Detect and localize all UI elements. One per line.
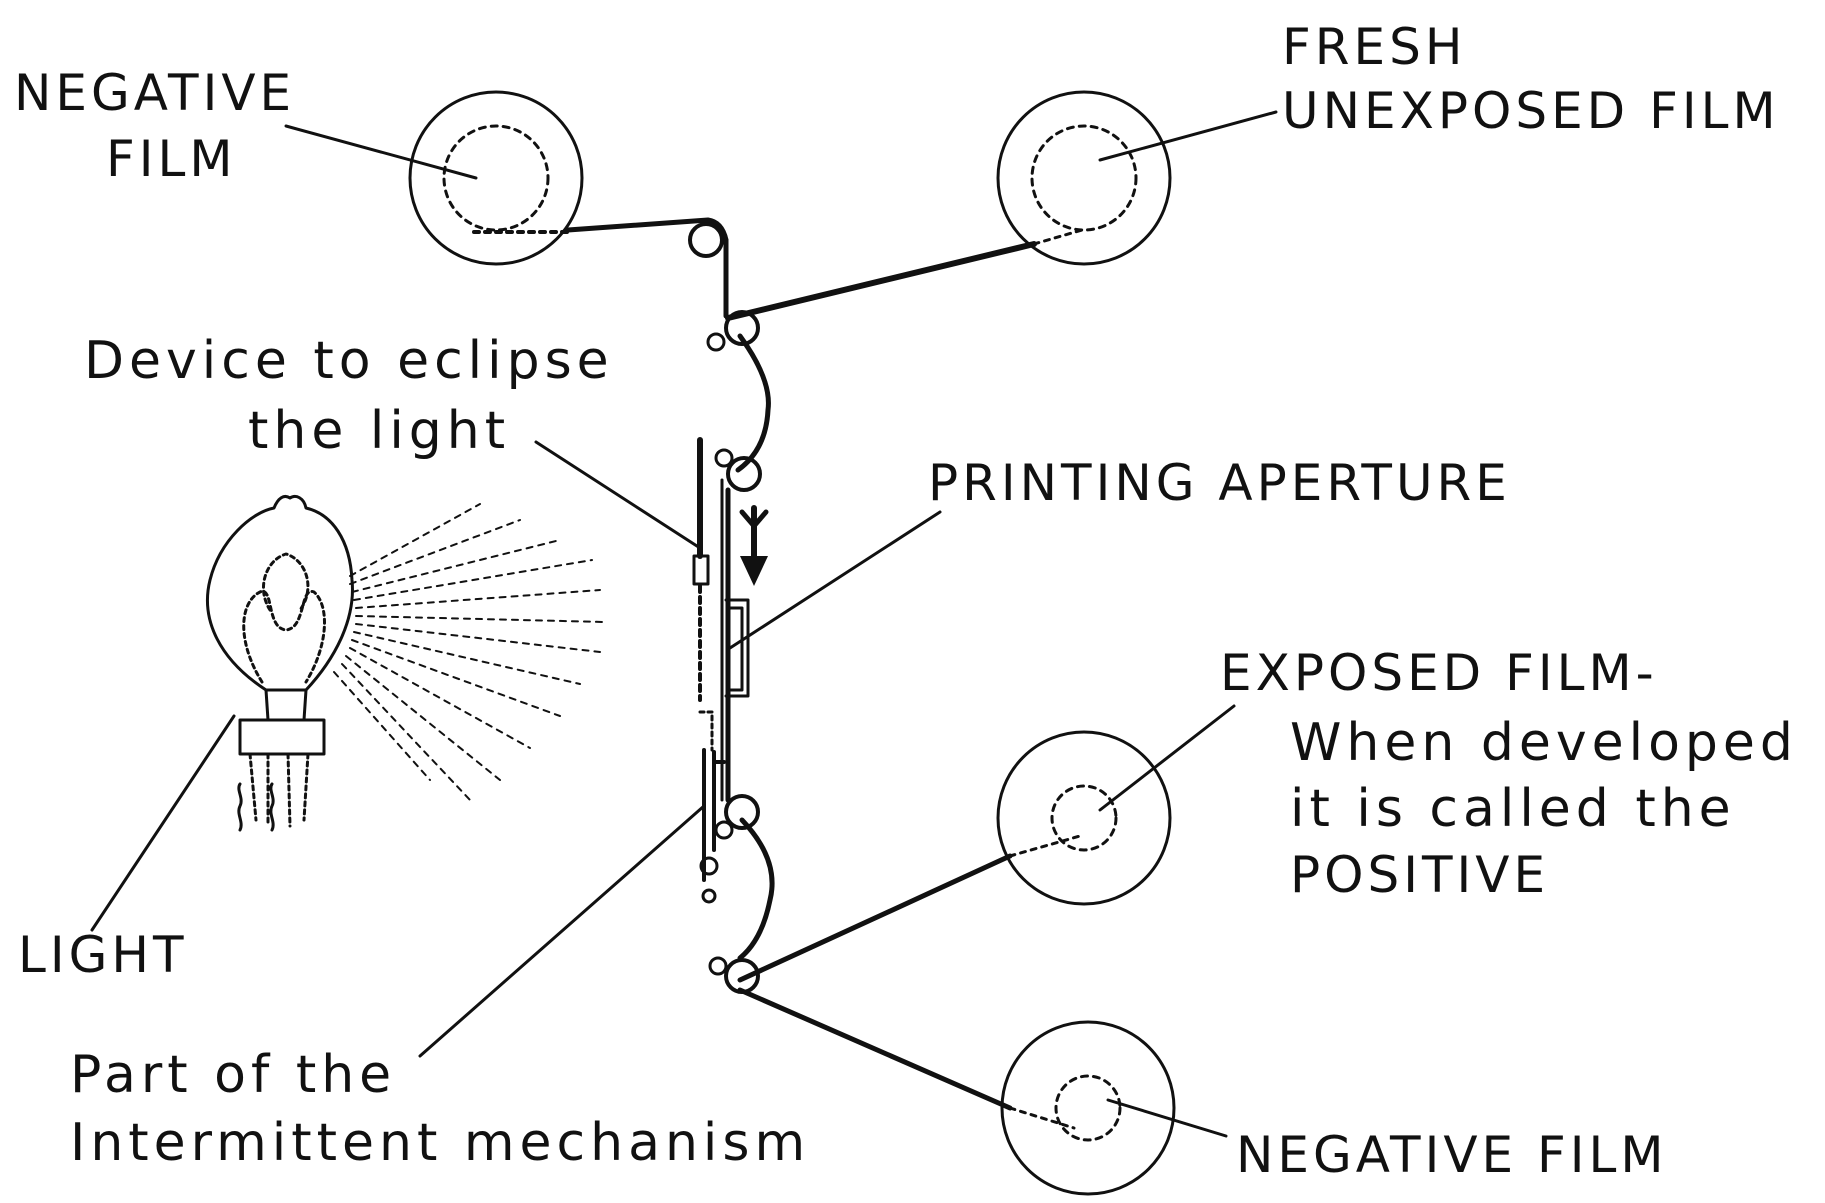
label-fresh-film-2: UNEXPOSED FILM xyxy=(1282,82,1780,140)
light-rays xyxy=(333,503,605,801)
label-exposed-film-1: EXPOSED FILM- xyxy=(1220,644,1658,702)
intermittent-claw xyxy=(698,710,726,904)
label-printing-aperture: PRINTING APERTURE xyxy=(928,454,1511,512)
leader-lines xyxy=(90,110,1278,1138)
film-path xyxy=(472,217,1084,1130)
label-eclipse-device-2: the light xyxy=(248,401,510,461)
eclipse-device xyxy=(692,437,710,702)
negative-film-reel-bottom xyxy=(1000,1020,1176,1196)
label-light: LIGHT xyxy=(18,926,188,984)
label-exposed-film-2: When developed xyxy=(1290,713,1798,773)
label-exposed-film-4: POSITIVE xyxy=(1290,846,1549,904)
label-eclipse-device-1: Device to eclipse xyxy=(84,331,614,391)
label-intermittent-1: Part of the xyxy=(70,1045,396,1105)
label-exposed-film-3: it is called the xyxy=(1290,779,1736,839)
printing-aperture xyxy=(724,598,750,698)
fresh-film-reel xyxy=(996,90,1172,266)
negative-film-reel-top xyxy=(408,90,584,266)
exposed-film-reel xyxy=(996,730,1172,906)
label-negative-film-top-1: NEGATIVE xyxy=(14,64,295,122)
label-fresh-film-1: FRESH xyxy=(1282,18,1466,76)
light-bulb-icon xyxy=(205,494,354,832)
label-intermittent-2: Intermittent mechanism xyxy=(70,1113,810,1173)
label-negative-film-bottom: NEGATIVE FILM xyxy=(1236,1126,1668,1184)
film-direction-arrow xyxy=(739,505,769,586)
label-negative-film-top-2: FILM xyxy=(106,130,237,188)
